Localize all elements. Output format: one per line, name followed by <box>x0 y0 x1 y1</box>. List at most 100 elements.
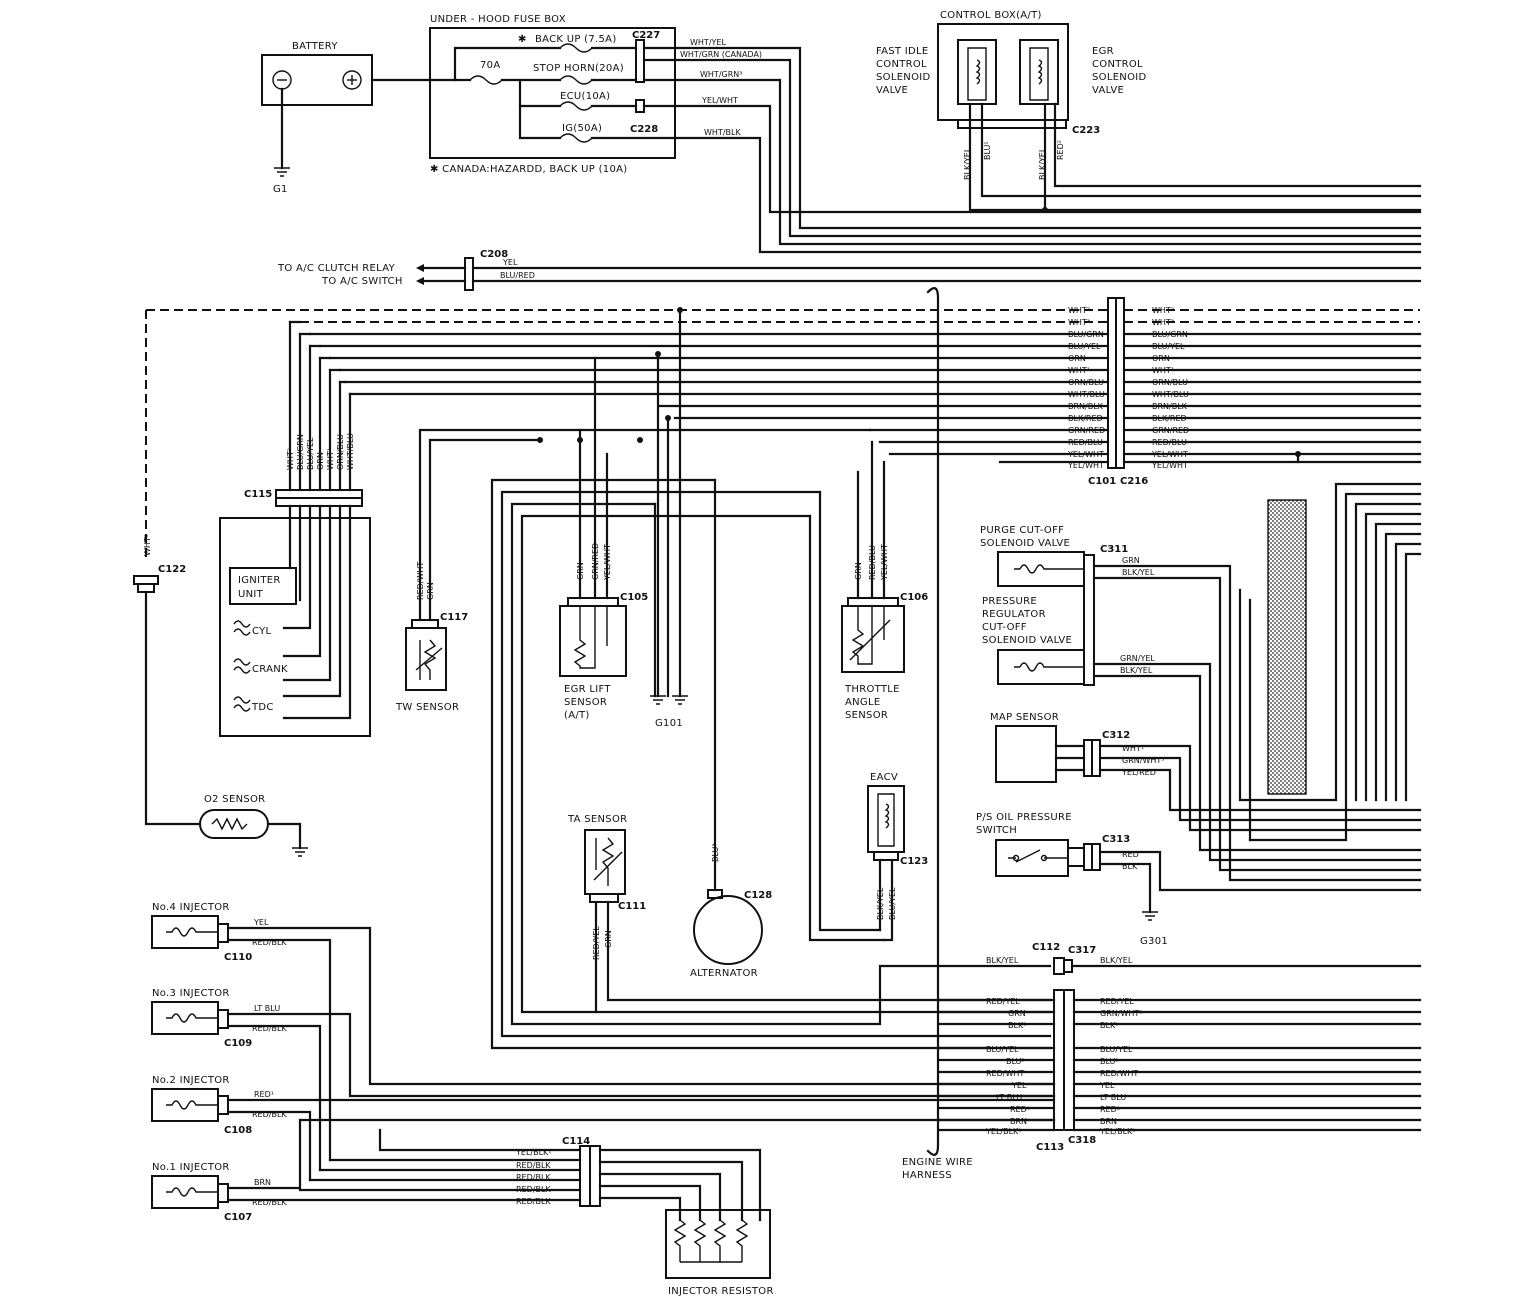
c113-l-6: YEL <box>1011 1081 1027 1090</box>
egr-control-line-2: SOLENOID <box>1092 72 1147 83</box>
throttle-line-1: ANGLE <box>845 697 880 708</box>
c114-w-2: RED/BLK <box>516 1173 551 1182</box>
c123-w-1: BLU/YEL <box>888 887 897 920</box>
c115-w-4: WHT¹ <box>326 448 335 470</box>
c216-r-13: YEL/WHT <box>1151 461 1188 470</box>
c101-l-10: GRN/RED <box>1068 426 1105 435</box>
wire-fuse-out-3: YEL/WHT <box>701 96 738 105</box>
injector-resistor-label: INJECTOR RESISTOR <box>668 1286 774 1297</box>
c106-w-0: GRN <box>854 562 863 580</box>
c313-label: C313 <box>1102 834 1130 845</box>
c216-r-7: WHT/BLU <box>1152 390 1189 399</box>
control-box: CONTROL BOX(A/T) FAST IDLE CONTROL SOLEN… <box>876 10 1422 213</box>
c112-wire: BLK/YEL <box>986 956 1019 965</box>
under-hood-fuse-box: UNDER - HOOD FUSE BOX 70A ✱ BACK UP (7.5… <box>428 14 1422 254</box>
egr-lift-line-1: SENSOR <box>564 697 607 708</box>
pressure-reg-line-0: PRESSURE <box>982 596 1037 607</box>
c101-l-4: ORN <box>1068 354 1086 363</box>
c112-label: C112 <box>1032 942 1060 953</box>
injector-resistor-assembly: C114 YEL/BLK¹ RED/BLK RED/BLK RED/BLK RE… <box>298 1128 774 1297</box>
c106-w-1: RED/BLU <box>868 545 877 580</box>
c111-label: C111 <box>618 901 646 912</box>
c115-label: C115 <box>244 489 272 500</box>
c216-r-9: BLK/RED <box>1152 414 1187 423</box>
c216-r-6: ORN/BLU <box>1152 378 1188 387</box>
c105-label: C105 <box>620 592 648 603</box>
injector4-label: No.4 INJECTOR <box>152 902 230 913</box>
inj3-w-1: RED/BLK <box>252 1024 287 1033</box>
c113-label: C113 <box>1036 1142 1064 1153</box>
c112-c317-connector: C112 C317 BLK/YEL BLK/YEL <box>986 942 1422 975</box>
fast-idle-line-2: SOLENOID <box>876 72 931 83</box>
inj2-w-1: RED/BLK <box>252 1110 287 1119</box>
c113-l-7: LT BLU <box>996 1093 1022 1102</box>
c114-label: C114 <box>562 1136 590 1147</box>
c115-w-5: ORN/BLU <box>336 434 345 470</box>
fuse-box-label: UNDER - HOOD FUSE BOX <box>430 14 566 25</box>
c318-r-9: BRN <box>1100 1117 1117 1126</box>
c107-label: C107 <box>224 1212 252 1223</box>
c115-w-2: BLU/YEL <box>306 437 315 470</box>
wire-fuse-out-2: WHT/GRN³ <box>700 70 742 79</box>
c101-l-3: BLU/YEL <box>1068 342 1101 351</box>
to-ac-switch-label: TO A/C SWITCH <box>321 276 403 287</box>
c216-r-8: BRN/BLK <box>1152 402 1188 411</box>
c113-l-2: BLK¹ <box>1008 1021 1026 1030</box>
c101-c216-connector: C101 C216 WHT² WHT³ BLU/GRN BLU/YEL ORN … <box>146 297 1422 487</box>
ta-sensor: TA SENSOR C111 RED/YEL GRN <box>567 814 1052 1014</box>
injector1-label: No.1 INJECTOR <box>152 1162 230 1173</box>
engine-wire-harness: ENGINE WIRE HARNESS <box>902 287 973 1181</box>
pressure-reg-line-3: SOLENOID VALVE <box>982 635 1072 646</box>
c111-w-0: RED/YEL <box>592 926 601 960</box>
egr-control-line-1: CONTROL <box>1092 59 1143 70</box>
egr-control-line-0: EGR <box>1092 46 1114 57</box>
c318-r-3: BLU/YEL <box>1100 1045 1133 1054</box>
harness-line-0: ENGINE WIRE <box>902 1157 973 1168</box>
egr-lift-sensor: GRN GRN/RED YEL/WHT C105 EGR LIFT SENSOR… <box>559 358 648 721</box>
c105-w-2: YEL/WHT <box>603 544 612 581</box>
throttle-angle-sensor: GRN RED/BLU YEL/WHT C106 THROTTLE ANGLE … <box>841 440 928 721</box>
c114-w-4: RED/BLK <box>516 1197 551 1206</box>
c113-l-1: GRN <box>1008 1009 1026 1018</box>
g101-ground: G101 <box>650 307 688 729</box>
c105-w-1: GRN/RED <box>591 543 600 580</box>
inj2-w-0: RED¹ <box>254 1090 274 1099</box>
c128-label: C128 <box>744 890 772 901</box>
egr-control-label: EGR CONTROL SOLENOID VALVE <box>1092 46 1147 96</box>
battery-label: BATTERY <box>292 41 338 52</box>
c216-r-2: BLU/GRN <box>1152 330 1188 339</box>
c228-label: C228 <box>630 124 658 135</box>
c313-w-1: BLK <box>1122 862 1138 871</box>
ps-oil-line-1: SWITCH <box>976 825 1017 836</box>
c311-w-0: GRN <box>1122 556 1140 565</box>
fuse-note-mark: ✱ <box>518 34 527 45</box>
pressure-reg-line-2: CUT-OFF <box>982 622 1027 633</box>
purge-line-1: SOLENOID VALVE <box>980 538 1070 549</box>
fast-idle-line-3: VALVE <box>876 85 908 96</box>
c117-w-1: GRN <box>426 582 435 600</box>
alternator: BLU³ C128 ALTERNATOR <box>690 843 772 979</box>
c101-l-7: WHT/BLU <box>1068 390 1105 399</box>
inj3-w-0: LT BLU <box>254 1004 280 1013</box>
c114-w-1: RED/BLK <box>516 1161 551 1170</box>
map-sensor-label: MAP SENSOR <box>990 712 1059 723</box>
tdc-label: TDC <box>251 702 274 713</box>
igniter-unit-line-0: IGNITER <box>238 575 281 586</box>
c318-r-4: BLU³ <box>1100 1057 1119 1066</box>
inj4-w-1: RED/BLK <box>252 938 287 947</box>
c111-w-1: GRN <box>604 930 613 948</box>
battery: BATTERY G1 <box>261 41 432 195</box>
c318-r-2: BLK¹ <box>1100 1021 1118 1030</box>
fuse-ig-label: IG(50A) <box>562 123 602 134</box>
c312-w-2: YEL/RED <box>1121 768 1156 777</box>
c318-r-5: RED/WHT <box>1100 1069 1138 1078</box>
inj1-w-0: BRN <box>254 1178 271 1187</box>
g101-label: G101 <box>655 718 683 729</box>
c101-l-13: YEL/WHT <box>1067 461 1104 470</box>
eacv-label: EACV <box>870 772 898 783</box>
ta-sensor-label: TA SENSOR <box>567 814 627 825</box>
c115-w-6: WHT/BLU <box>346 433 355 470</box>
wire-c223-3: RED² <box>1056 140 1065 160</box>
c227-label: C227 <box>632 30 660 41</box>
c115-w-3: ORN <box>316 452 325 470</box>
